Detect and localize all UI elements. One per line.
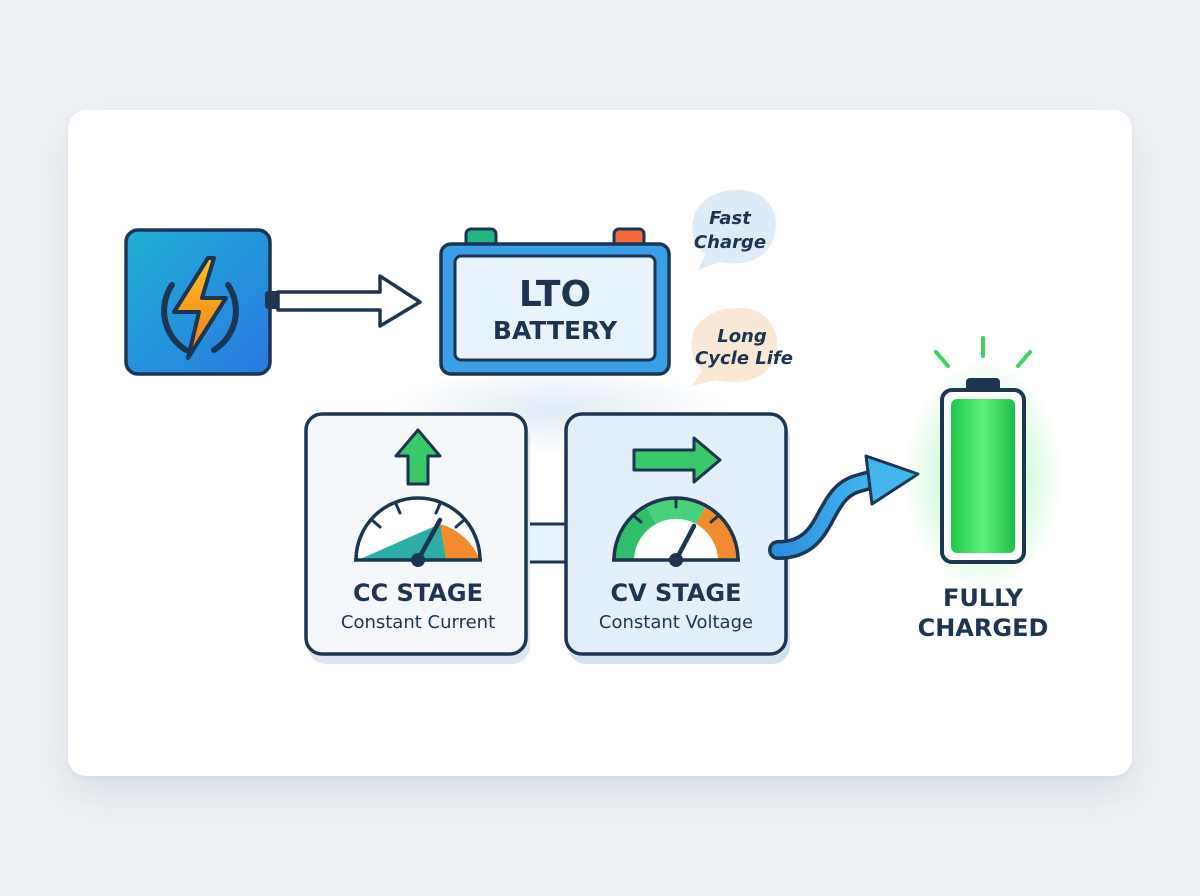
lto-battery: LTO BATTERY — [439, 227, 671, 376]
cv-stage-panel: CV STAGE Constant Voltage — [564, 412, 790, 664]
fully-charged-line2: CHARGED — [918, 614, 1049, 642]
cv-stage-title: CV STAGE — [610, 579, 741, 607]
battery-label-line2: BATTERY — [493, 316, 618, 345]
battery-label-line1: LTO — [519, 274, 591, 315]
bubble-fast-line1: Fast — [709, 208, 752, 229]
arrow-right-icon — [632, 436, 722, 484]
fully-charged-line1: FULLY — [943, 584, 1024, 612]
lightning-bolt-icon — [161, 256, 239, 360]
cv-stage-subtitle: Constant Voltage — [599, 612, 753, 633]
cc-stage-subtitle: Constant Current — [341, 612, 495, 633]
cc-stage-title: CC STAGE — [353, 579, 483, 607]
bubble-fast-line2: Charge — [694, 232, 766, 253]
bubble-long-cycle-life: Long Cycle Life — [691, 308, 793, 386]
arrow-up-icon — [394, 428, 442, 486]
power-source — [124, 228, 279, 376]
bubble-long-line1: Long — [717, 326, 767, 347]
flow-arrow-to-fully-charged — [768, 454, 920, 560]
battery-full-icon — [903, 336, 1063, 591]
cc-stage-panel: CC STAGE Constant Current — [304, 412, 530, 664]
flow-arrow-power-to-battery — [276, 274, 422, 328]
gauge-icon — [354, 496, 482, 567]
bubble-fast-charge: Fast Charge — [692, 190, 776, 270]
bubble-long-line2: Cycle Life — [695, 348, 793, 369]
gauge-icon — [612, 496, 740, 567]
